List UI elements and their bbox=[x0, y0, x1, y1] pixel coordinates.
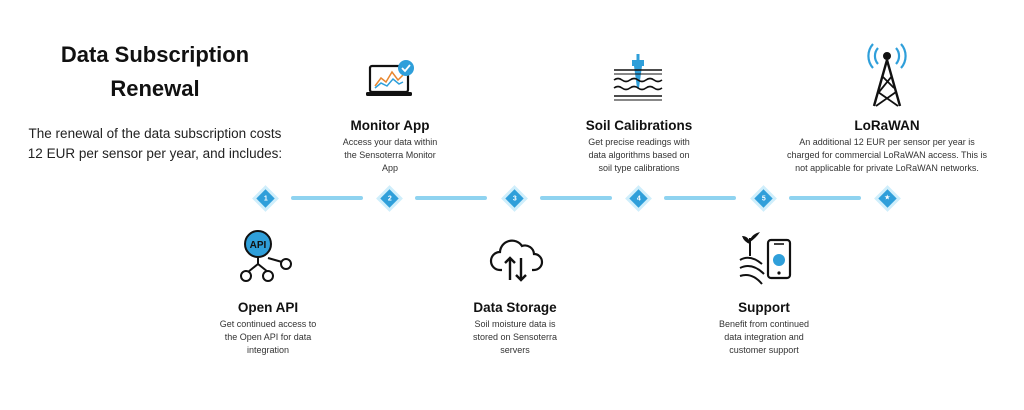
desc-line: integration bbox=[246, 345, 290, 355]
desc-line: data algorithms based on bbox=[588, 150, 690, 160]
step-title-data-storage: Data Storage bbox=[473, 300, 557, 315]
desc-line: the Open API for data bbox=[224, 332, 312, 342]
soil-probe-icon bbox=[612, 52, 664, 104]
desc-line: Benefit from continued bbox=[718, 319, 810, 329]
api-network-icon: API bbox=[238, 228, 296, 286]
timeline-connector bbox=[540, 196, 612, 200]
desc-line: customer support bbox=[729, 345, 799, 355]
timeline-marker-4: 4 bbox=[624, 184, 652, 212]
desc-line: Get continued access to bbox=[219, 319, 317, 329]
desc-line: not applicable for private LoRaWAN netwo… bbox=[795, 163, 979, 173]
desc-line: App bbox=[381, 163, 398, 173]
marker-label: 3 bbox=[512, 194, 516, 202]
step-desc-soil-calibrations: Get precise readings with data algorithm… bbox=[564, 136, 714, 175]
star-marker-label: ★ bbox=[883, 194, 891, 202]
intro-text: The renewal of the data subscription cos… bbox=[20, 124, 290, 164]
desc-line: Get precise readings with bbox=[588, 137, 690, 147]
timeline-marker-5: 5 bbox=[749, 184, 777, 212]
desc-line: data integration and bbox=[724, 332, 804, 342]
timeline-connector bbox=[789, 196, 861, 200]
desc-line: charged for commercial LoRaWAN access. T… bbox=[786, 150, 988, 160]
laptop-chart-icon bbox=[364, 58, 416, 104]
step-desc-data-storage: Soil moisture data is stored on Sensoter… bbox=[443, 318, 587, 357]
marker-label: 2 bbox=[387, 194, 391, 202]
step-title-lorawan: LoRaWAN bbox=[854, 118, 920, 133]
step-desc-support: Benefit from continued data integration … bbox=[692, 318, 836, 357]
desc-line: Access your data within bbox=[342, 137, 438, 147]
marker-label: 1 bbox=[263, 194, 267, 202]
timeline-marker-2: 2 bbox=[375, 184, 403, 212]
radio-tower-icon bbox=[864, 40, 910, 110]
step-title-monitor-app: Monitor App bbox=[350, 118, 430, 133]
step-desc-monitor-app: Access your data within the Sensoterra M… bbox=[318, 136, 462, 175]
step-desc-lorawan: An additional 12 EUR per sensor per year… bbox=[772, 136, 1002, 175]
timeline-marker-3: 3 bbox=[500, 184, 528, 212]
desc-line: servers bbox=[500, 345, 530, 355]
cloud-transfer-icon bbox=[488, 234, 544, 284]
title-line-1: Data Subscription bbox=[60, 42, 250, 67]
svg-text:API: API bbox=[250, 240, 267, 251]
field-phone-icon bbox=[736, 230, 794, 286]
marker-label: 4 bbox=[636, 194, 640, 202]
desc-line: soil type calibrations bbox=[598, 163, 680, 173]
step-title-open-api: Open API bbox=[237, 300, 299, 315]
marker-label: 5 bbox=[761, 194, 765, 202]
desc-line: Soil moisture data is bbox=[474, 319, 556, 329]
timeline-connector bbox=[415, 196, 487, 200]
desc-line: the Sensoterra Monitor bbox=[344, 150, 436, 160]
step-title-support: Support bbox=[738, 300, 790, 315]
desc-line: stored on Sensoterra bbox=[472, 332, 558, 342]
title-line-2: Renewal bbox=[110, 76, 200, 101]
desc-line: An additional 12 EUR per sensor per year… bbox=[799, 137, 975, 147]
intro-line-1: The renewal of the data subscription cos… bbox=[28, 126, 282, 141]
timeline-connector bbox=[664, 196, 736, 200]
step-desc-open-api: Get continued access to the Open API for… bbox=[196, 318, 340, 357]
intro-line-2: 12 EUR per sensor per year, and includes… bbox=[27, 146, 283, 161]
timeline-marker-star: ★ bbox=[873, 184, 901, 212]
timeline-marker-1: 1 bbox=[251, 184, 279, 212]
page-title: Data Subscription Renewal bbox=[20, 38, 290, 106]
step-title-soil-calibrations: Soil Calibrations bbox=[585, 118, 693, 133]
timeline-connector bbox=[291, 196, 363, 200]
